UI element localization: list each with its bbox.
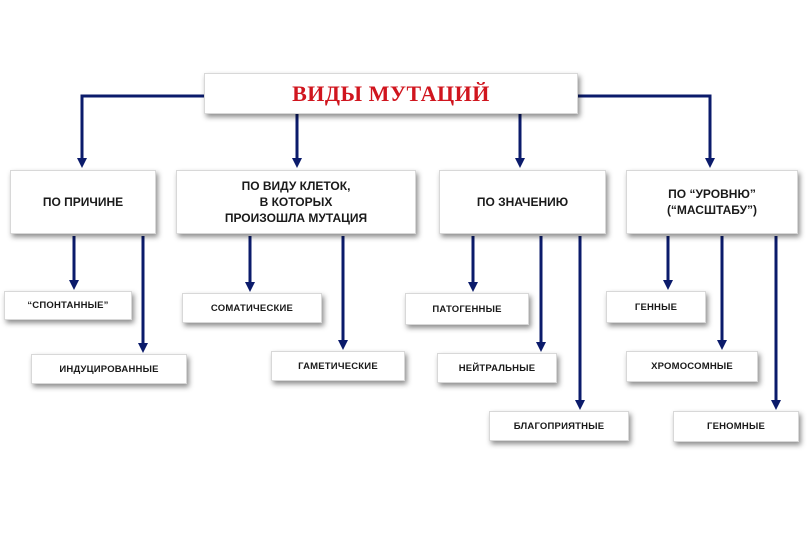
category-by-value: ПО ЗНАЧЕНИЮ <box>439 170 606 234</box>
category-line: ПО ЗНАЧЕНИЮ <box>476 195 569 209</box>
leaf-gene: ГЕННЫЕ <box>606 291 706 323</box>
arrowhead-pathogenic <box>468 282 478 292</box>
arrowhead-beneficial <box>575 400 585 410</box>
arrowhead-spontaneous <box>69 280 79 290</box>
leaf-label: ГАМЕТИЧЕСКИЕ <box>298 360 378 372</box>
category-line: (“МАСШТАБУ”) <box>666 203 758 217</box>
arrowhead-somatic <box>245 282 255 292</box>
leaf-label: БЛАГОПРИЯТНЫЕ <box>513 420 605 432</box>
arrowhead-induced <box>138 343 148 353</box>
category-line: ПО ВИДУ КЛЕТОК, <box>241 179 351 193</box>
category-line: В КОТОРЫХ <box>259 195 333 209</box>
category-by-level-label: ПО “УРОВНЮ” (“МАСШТАБУ”) <box>667 186 757 218</box>
leaf-gametic: ГАМЕТИЧЕСКИЕ <box>271 351 405 381</box>
leaf-label: ИНДУЦИРОВАННЫЕ <box>59 363 159 375</box>
category-by-cell-type-label: ПО ВИДУ КЛЕТОК, В КОТОРЫХ ПРОИЗОШЛА МУТА… <box>225 178 367 226</box>
arrowhead-value <box>515 158 525 168</box>
category-by-cause: ПО ПРИЧИНЕ <box>10 170 156 234</box>
arrowhead-gene <box>663 280 673 290</box>
leaf-spontaneous: “СПОНТАННЫЕ” <box>4 291 132 320</box>
category-line: ПО “УРОВНЮ” <box>668 187 756 201</box>
arrowhead-genomic <box>771 400 781 410</box>
leaf-somatic: СОМАТИЧЕСКИЕ <box>182 293 322 323</box>
leaf-beneficial: БЛАГОПРИЯТНЫЕ <box>489 411 629 441</box>
leaf-label: “СПОНТАННЫЕ” <box>27 300 109 311</box>
leaf-label: ГЕННЫЕ <box>634 301 678 313</box>
category-by-level: ПО “УРОВНЮ” (“МАСШТАБУ”) <box>626 170 798 234</box>
leaf-genomic: ГЕНОМНЫЕ <box>673 411 799 442</box>
arrowhead-cause <box>77 158 87 168</box>
category-line: ПО ПРИЧИНЕ <box>42 195 124 209</box>
leaf-label: ГЕНОМНЫЕ <box>707 421 765 432</box>
arrowhead-cells <box>292 158 302 168</box>
category-by-cell-type: ПО ВИДУ КЛЕТОК, В КОТОРЫХ ПРОИЗОШЛА МУТА… <box>176 170 416 234</box>
leaf-induced: ИНДУЦИРОВАННЫЕ <box>31 354 187 384</box>
category-by-cause-label: ПО ПРИЧИНЕ <box>43 194 123 210</box>
category-line: ПРОИЗОШЛА МУТАЦИЯ <box>224 211 368 225</box>
arrow-title-to-cause <box>80 94 204 160</box>
leaf-pathogenic: ПАТОГЕННЫЕ <box>405 293 529 325</box>
diagram-title: ВИДЫ МУТАЦИЙ <box>204 73 578 114</box>
diagram-title-text: ВИДЫ МУТАЦИЙ <box>292 80 490 106</box>
leaf-label: НЕЙТРАЛЬНЫЕ <box>458 362 536 374</box>
arrowhead-chromosomal <box>717 340 727 350</box>
leaf-label: ПАТОГЕННЫЕ <box>432 303 502 315</box>
arrowhead-gametic <box>338 340 348 350</box>
arrow-title-to-level <box>578 94 712 160</box>
category-by-value-label: ПО ЗНАЧЕНИЮ <box>477 194 568 210</box>
leaf-label: ХРОМОСОМНЫЕ <box>651 361 733 372</box>
leaf-chromosomal: ХРОМОСОМНЫЕ <box>626 351 758 382</box>
leaf-neutral: НЕЙТРАЛЬНЫЕ <box>437 353 557 383</box>
leaf-label: СОМАТИЧЕСКИЕ <box>210 302 294 314</box>
arrowhead-level <box>705 158 715 168</box>
arrowhead-neutral <box>536 342 546 352</box>
